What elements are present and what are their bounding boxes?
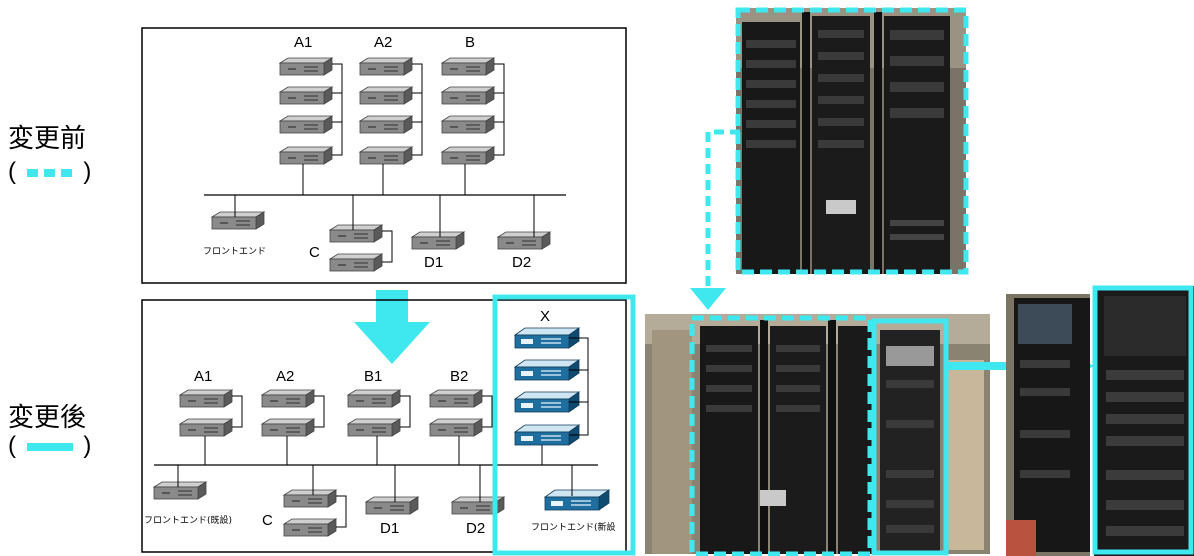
label-group-b: B bbox=[465, 34, 476, 51]
after-paren-open: ( bbox=[8, 432, 16, 459]
photo-rack-new-frame bbox=[1092, 285, 1194, 555]
server-stack-a1 bbox=[279, 57, 343, 195]
dotted-connector-arrowhead bbox=[690, 288, 726, 310]
server-d2-top bbox=[497, 195, 551, 250]
server-stack-c-after bbox=[283, 465, 347, 537]
before-paren-open: ( bbox=[8, 158, 16, 185]
label-group-b1-after: B1 bbox=[364, 368, 383, 385]
server-d2-after bbox=[451, 465, 505, 515]
label-frontend-new: フロントエンド(新設 bbox=[531, 523, 616, 533]
label-d1-after: D1 bbox=[380, 520, 400, 537]
server-d1-after bbox=[365, 465, 419, 515]
after-legend: ( ) bbox=[8, 432, 91, 460]
before-legend: ( ) bbox=[8, 158, 91, 186]
label-group-b2-after: B2 bbox=[450, 368, 469, 385]
label-before: 変更前 bbox=[8, 124, 87, 154]
server-stack-b2-after bbox=[429, 389, 493, 465]
server-stack-c-top bbox=[329, 195, 393, 272]
label-frontend: フロントエンド bbox=[203, 247, 267, 257]
server-frontend-existing bbox=[153, 465, 207, 500]
label-group-a1: A1 bbox=[294, 34, 313, 51]
label-group-a2-after: A2 bbox=[276, 368, 295, 385]
server-stack-a1-after bbox=[179, 389, 243, 465]
label-d2-top: D2 bbox=[512, 254, 532, 271]
photo-rack-open bbox=[1006, 294, 1090, 556]
label-group-a2: A2 bbox=[374, 34, 393, 51]
after-paren-close: ) bbox=[83, 432, 92, 459]
photo-after-new-rack-frame bbox=[871, 318, 949, 556]
before-paren-close: ) bbox=[83, 158, 92, 185]
server-stack-a2 bbox=[359, 57, 423, 195]
label-d1-top: D1 bbox=[424, 254, 444, 271]
label-c-after: C bbox=[262, 512, 273, 529]
photo-rack-new bbox=[1094, 286, 1194, 556]
photo-room-after bbox=[645, 314, 990, 554]
after-diagram-frame bbox=[141, 299, 627, 553]
dotted-line-legend-icon bbox=[26, 168, 73, 177]
label-group-a1-after: A1 bbox=[194, 368, 213, 385]
label-frontend-existing: フロントエンド(既設) bbox=[144, 516, 233, 526]
server-frontend-top bbox=[211, 195, 265, 230]
label-group-x: X bbox=[540, 308, 551, 325]
solid-line-legend-icon bbox=[26, 442, 73, 451]
label-after: 変更後 bbox=[8, 403, 87, 433]
dotted-connector bbox=[705, 129, 740, 300]
server-stack-x bbox=[514, 327, 589, 465]
server-stack-a2-after bbox=[261, 389, 325, 465]
before-diagram-frame bbox=[141, 27, 627, 284]
server-frontend-new bbox=[544, 465, 610, 511]
server-stack-b bbox=[441, 57, 505, 195]
label-c-top: C bbox=[309, 244, 320, 261]
photo-before-dotted-frame bbox=[735, 7, 969, 275]
photo-after-dotted-frame bbox=[689, 315, 873, 556]
new-equipment-highlight bbox=[492, 294, 636, 556]
photo-racks-before bbox=[736, 8, 966, 274]
server-stack-b1-after bbox=[347, 389, 411, 465]
server-d1-top bbox=[411, 195, 465, 250]
transition-arrow bbox=[354, 290, 430, 364]
label-d2-after: D2 bbox=[466, 520, 486, 537]
